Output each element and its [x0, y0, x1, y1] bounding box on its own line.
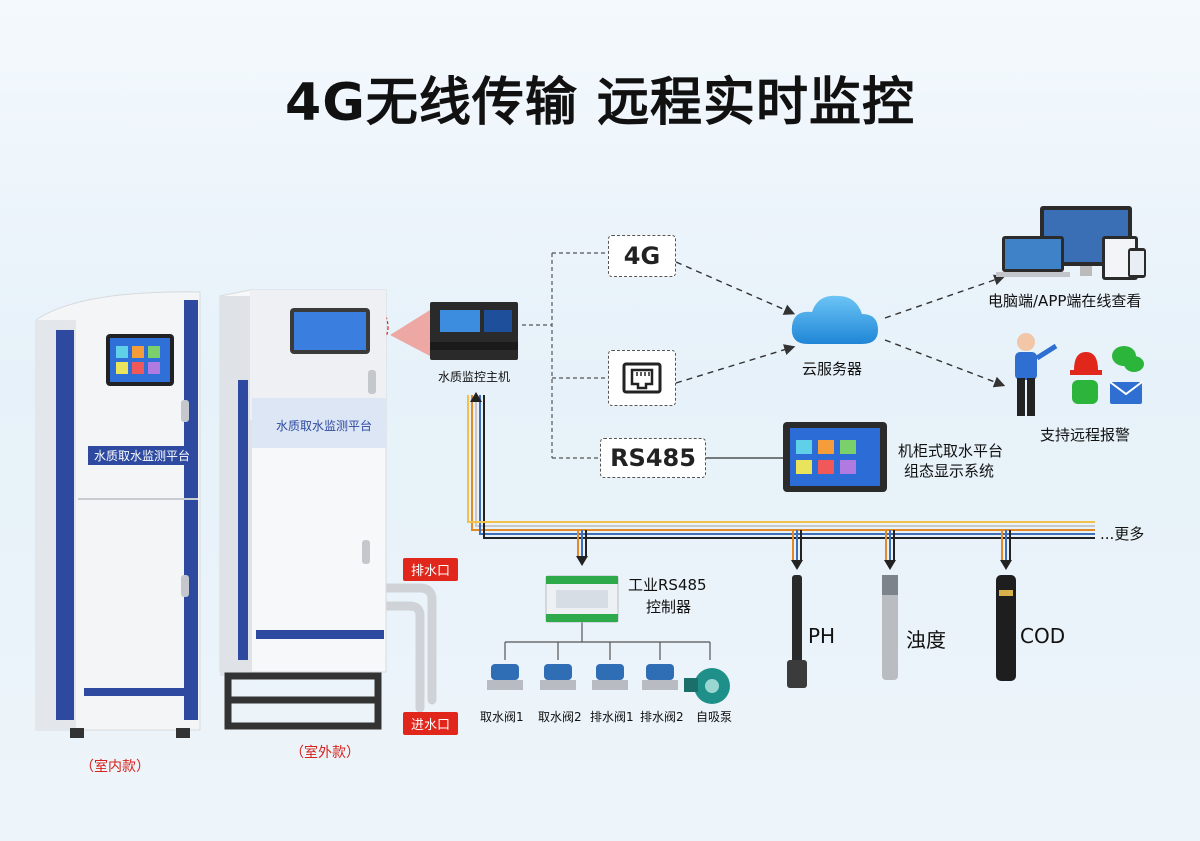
device-label: 排水阀2 [640, 710, 684, 724]
indoor-cabinet-graphic [35, 291, 201, 738]
host-label: 水质监控主机 [438, 370, 511, 384]
drain-tag: 排水口 [403, 558, 459, 581]
person-graphic [1015, 333, 1058, 416]
inlet-tag: 进水口 [403, 712, 459, 735]
outdoor-cabinet-graphic [219, 289, 387, 730]
sensor-label: COD [1020, 624, 1066, 648]
cloud-arrows [675, 261, 1006, 388]
controller-graphic [545, 575, 619, 623]
display-label-1: 机柜式取水平台 [898, 442, 1004, 460]
sensor-graphics [787, 575, 1016, 688]
alarm-icons-graphic [1070, 346, 1144, 404]
outdoor-panel-label: 水质取水监测平台 [276, 419, 373, 433]
device-label: 自吸泵 [696, 710, 733, 724]
host-channel-lines [522, 252, 608, 459]
display-label-2: 组态显示系统 [904, 462, 995, 480]
page-title: 4G无线传输 远程实时监控 [285, 73, 915, 133]
pipes [380, 583, 437, 713]
sensor-label: PH [808, 624, 836, 648]
valve-graphics [487, 664, 730, 704]
indoor-panel-label: 水质取水监测平台 [88, 446, 197, 465]
channel-rs485-box: RS485 [600, 438, 706, 478]
channel-ethernet-box [608, 350, 676, 406]
alarm-label: 支持远程报警 [1040, 426, 1131, 444]
sensor-bus-cable [467, 395, 1095, 539]
indoor-caption: （室内款） [80, 759, 150, 775]
client-devices-graphic [996, 206, 1146, 280]
host-device-graphic [430, 302, 518, 360]
sensor-label: 浊度 [906, 628, 946, 652]
device-label: 取水阀1 [480, 710, 524, 724]
device-label: 排水阀1 [590, 710, 634, 724]
more-label: ...更多 [1100, 525, 1145, 543]
ethernet-port-icon [622, 362, 662, 394]
channel-4g-box: 4G [608, 235, 676, 277]
pc-app-label: 电脑端/APP端在线查看 [988, 292, 1142, 310]
controller-label-2: 控制器 [646, 598, 692, 616]
controller-device-lines [504, 622, 711, 660]
outdoor-caption: （室外款） [290, 745, 360, 761]
display-panel-graphic [783, 422, 887, 492]
cloud-icon [791, 295, 878, 344]
bus-arrow-up [470, 392, 482, 402]
bus-drops [576, 530, 1012, 570]
controller-label-1: 工业RS485 [628, 576, 707, 594]
device-label: 取水阀2 [538, 710, 582, 724]
cloud-label: 云服务器 [802, 360, 863, 378]
